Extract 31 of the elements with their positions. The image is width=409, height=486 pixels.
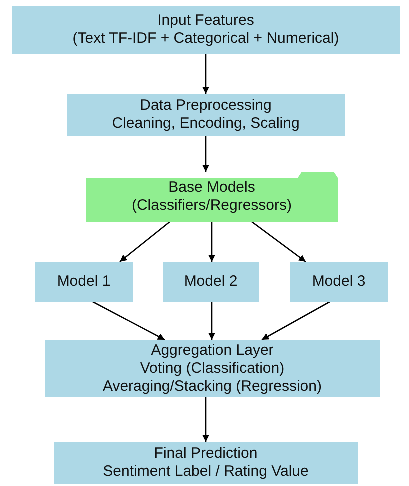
node-title: Data Preprocessing	[140, 97, 272, 115]
node-text: Model 2	[184, 273, 238, 291]
node-title: Aggregation Layer	[151, 342, 274, 360]
arrow	[202, 397, 210, 442]
arrow	[208, 302, 216, 340]
node-text: Model 1	[57, 273, 111, 291]
arrow	[92, 301, 166, 341]
process-box	[67, 94, 345, 136]
node-text: (Text TF-IDF + Categorical + Numerical)	[72, 30, 340, 48]
node-text: Cleaning, Encoding, Scaling	[112, 115, 300, 133]
arrow	[202, 136, 210, 172]
folder-box	[86, 172, 338, 222]
arrow	[202, 54, 210, 94]
arrow	[252, 221, 306, 263]
process-box	[163, 262, 259, 302]
node-text: Voting (Classification)	[140, 360, 285, 378]
arrow	[120, 222, 170, 262]
process-box	[12, 6, 400, 54]
node-text: Sentiment Label / Rating Value	[103, 463, 309, 481]
process-box	[54, 442, 358, 484]
arrow	[262, 301, 330, 341]
node-title: Final Prediction	[154, 445, 258, 463]
node-title: Base Models	[168, 179, 256, 197]
node-text: (Classifiers/Regressors)	[132, 197, 292, 215]
node-title: Input Features	[158, 12, 254, 30]
process-box	[45, 340, 380, 397]
arrow	[208, 222, 216, 262]
node-text: Averaging/Stacking (Regression)	[102, 378, 322, 396]
node-text: Model 3	[312, 273, 366, 291]
process-box	[290, 262, 388, 302]
process-box	[35, 262, 133, 302]
